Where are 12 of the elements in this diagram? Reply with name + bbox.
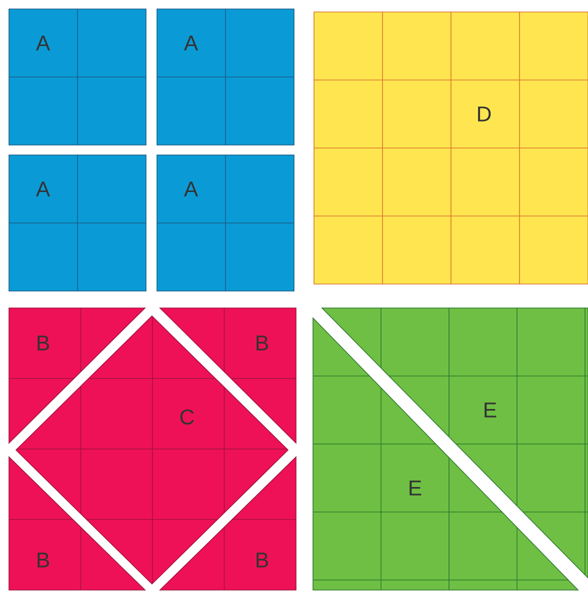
node-label: E bbox=[410, 480, 422, 496]
square-tile: A bbox=[8, 154, 146, 292]
node-label: B bbox=[256, 336, 268, 350]
node-label: B bbox=[38, 336, 49, 350]
square-tile: A bbox=[8, 8, 146, 146]
node-label: E bbox=[484, 402, 496, 418]
square-tile: A bbox=[156, 8, 294, 146]
node-label: B bbox=[38, 552, 49, 568]
node-label: C bbox=[180, 409, 194, 425]
square-tile: A bbox=[156, 154, 294, 292]
node-label: B bbox=[256, 552, 268, 568]
square-tile: D bbox=[314, 12, 588, 284]
